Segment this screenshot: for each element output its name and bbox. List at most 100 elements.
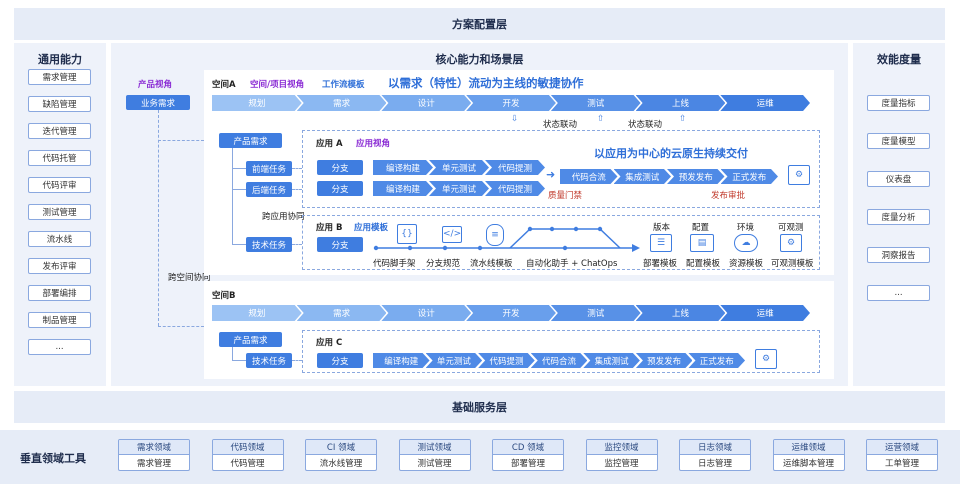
solution-layer-title: 方案配置层 — [452, 18, 507, 31]
stage-arrow[interactable]: 设计 — [381, 95, 471, 111]
vertical-tool-card[interactable]: 需求领域需求管理 — [118, 439, 190, 471]
stage-arrow[interactable]: 上线 — [636, 95, 726, 111]
general-list: 需求管理缺陷管理迭代管理代码托管代码评审测试管理流水线发布评审部署编排制品管理.… — [28, 69, 91, 366]
vertical-tool-domain: 运维领域 — [773, 440, 844, 455]
app-b-box — [302, 215, 820, 270]
layers-icon: ☰ — [650, 234, 672, 252]
stage-arrow[interactable]: 需求 — [297, 305, 387, 321]
vertical-tool-card[interactable]: 日志领域日志管理 — [679, 439, 751, 471]
vertical-tools-title: 垂直领域工具 — [20, 452, 86, 465]
link-app-a-1 — [292, 168, 302, 169]
branch-box-c[interactable]: 分支 — [317, 353, 363, 368]
task-branch-2 — [232, 189, 246, 190]
space-a-slogan: 以需求（特性）流动为主线的敏捷协作 — [388, 76, 584, 90]
cross-space-label: 跨空间协同 — [168, 271, 211, 283]
vertical-tool-card[interactable]: CD 领域部署管理 — [492, 439, 564, 471]
vertical-tool-card[interactable]: CI 领域流水线管理 — [305, 439, 377, 471]
task-tree-line-b — [232, 347, 233, 360]
scaffold-label: 代码脚手架 — [373, 259, 416, 269]
vertical-tool-card[interactable]: 监控领域监控管理 — [585, 439, 658, 471]
cd-step[interactable]: 代码合流 — [560, 169, 618, 184]
tech-task-box-a[interactable]: 技术任务 — [246, 237, 292, 252]
version-head: 版本 — [653, 223, 671, 233]
efficiency-item[interactable]: 洞察报告 — [867, 247, 930, 263]
app-c-step[interactable]: 代码合流 — [531, 353, 588, 368]
app-c-flow: 编译构建单元测试代码提测代码合流集成测试预发发布正式发布 — [373, 353, 745, 368]
general-item[interactable]: 迭代管理 — [28, 123, 91, 139]
vertical-tool-card[interactable]: 代码领域代码管理 — [211, 439, 284, 471]
frontend-task-box[interactable]: 前端任务 — [246, 161, 292, 176]
stage-arrow[interactable]: 运维 — [720, 305, 810, 321]
general-item[interactable]: 测试管理 — [28, 204, 91, 220]
branch-box-a1[interactable]: 分支 — [317, 160, 363, 175]
app-c-step[interactable]: 代码提测 — [478, 353, 535, 368]
merge-arrow-icon: ➜ — [546, 168, 556, 181]
branch-box-a2[interactable]: 分支 — [317, 181, 363, 196]
branch-box-b[interactable]: 分支 — [317, 237, 363, 252]
vertical-tool-card[interactable]: 运营领域工单管理 — [866, 439, 938, 471]
vertical-tool-card[interactable]: 测试领域测试管理 — [398, 439, 471, 471]
cd-step[interactable]: 集成测试 — [614, 169, 672, 184]
task-tree-line-a — [232, 148, 233, 244]
general-item[interactable]: 代码评审 — [28, 177, 91, 193]
cross-space-line — [158, 110, 159, 326]
stage-arrow[interactable]: 开发 — [466, 305, 556, 321]
efficiency-item[interactable]: ... — [867, 285, 930, 301]
efficiency-item[interactable]: 度量模型 — [867, 133, 930, 149]
cd-step[interactable]: 正式发布 — [721, 169, 779, 184]
general-item[interactable]: ... — [28, 339, 91, 355]
ci-step[interactable]: 编译构建 — [373, 181, 433, 196]
cd-step[interactable]: 预发发布 — [667, 169, 725, 184]
app-c-step[interactable]: 编译构建 — [373, 353, 430, 368]
solution-layer: 方案配置层 — [14, 8, 945, 40]
ci-step[interactable]: 单元测试 — [429, 160, 489, 175]
app-c-step[interactable]: 单元测试 — [426, 353, 483, 368]
stage-arrow[interactable]: 开发 — [466, 95, 556, 111]
stage-arrow[interactable]: 设计 — [381, 305, 471, 321]
vertical-tool-card[interactable]: 运维领域运维脚本管理 — [772, 439, 845, 471]
tech-task-box-b[interactable]: 技术任务 — [246, 353, 292, 368]
app-c-step[interactable]: 预发发布 — [636, 353, 693, 368]
stage-arrow[interactable]: 规划 — [212, 95, 302, 111]
vertical-tool-name: 测试管理 — [417, 458, 452, 469]
general-item[interactable]: 流水线 — [28, 231, 91, 247]
link-line-b — [158, 326, 204, 327]
business-requirement-box[interactable]: 业务需求 — [126, 95, 190, 110]
efficiency-item[interactable]: 度量指标 — [867, 95, 930, 111]
stage-arrow[interactable]: 规划 — [212, 305, 302, 321]
general-item[interactable]: 制品管理 — [28, 312, 91, 328]
app-c-name: 应用 C — [316, 338, 343, 348]
link-app-c — [292, 360, 302, 361]
general-item[interactable]: 发布评审 — [28, 258, 91, 274]
general-item[interactable]: 缺陷管理 — [28, 96, 91, 112]
efficiency-item[interactable]: 度量分析 — [867, 209, 930, 225]
stage-arrow[interactable]: 测试 — [551, 95, 641, 111]
space-b-name: 空间B — [212, 291, 236, 301]
efficiency-item[interactable]: 仪表盘 — [867, 171, 930, 187]
ci-step[interactable]: 编译构建 — [373, 160, 433, 175]
cloud-icon: ☁ — [734, 234, 758, 252]
deploy-template-label: 部署模板 — [643, 259, 678, 269]
vertical-tool-name: 部署管理 — [510, 458, 545, 469]
pipeline-track-arc — [509, 228, 621, 249]
ci-flow-a1: 编译构建单元测试代码提测 — [373, 160, 545, 175]
efficiency-panel: 效能度量 度量指标度量模型仪表盘度量分析洞察报告... — [853, 43, 945, 386]
product-requirement-box-a[interactable]: 产品需求 — [219, 133, 282, 148]
stage-arrow[interactable]: 上线 — [636, 305, 726, 321]
down-arrow-icon-1: ⇩ — [511, 114, 519, 124]
vertical-tool-name: 日志管理 — [697, 458, 732, 469]
general-item[interactable]: 部署编排 — [28, 285, 91, 301]
ci-step[interactable]: 单元测试 — [429, 181, 489, 196]
app-c-step[interactable]: 集成测试 — [583, 353, 640, 368]
general-item[interactable]: 需求管理 — [28, 69, 91, 85]
efficiency-title: 效能度量 — [877, 53, 921, 66]
ci-step[interactable]: 代码提测 — [485, 181, 545, 196]
product-requirement-box-b[interactable]: 产品需求 — [219, 332, 282, 347]
backend-task-box[interactable]: 后端任务 — [246, 182, 292, 197]
general-item[interactable]: 代码托管 — [28, 150, 91, 166]
ci-step[interactable]: 代码提测 — [485, 160, 545, 175]
stage-arrow[interactable]: 测试 — [551, 305, 641, 321]
app-c-step[interactable]: 正式发布 — [688, 353, 745, 368]
stage-arrow[interactable]: 需求 — [297, 95, 387, 111]
stage-arrow[interactable]: 运维 — [720, 95, 810, 111]
